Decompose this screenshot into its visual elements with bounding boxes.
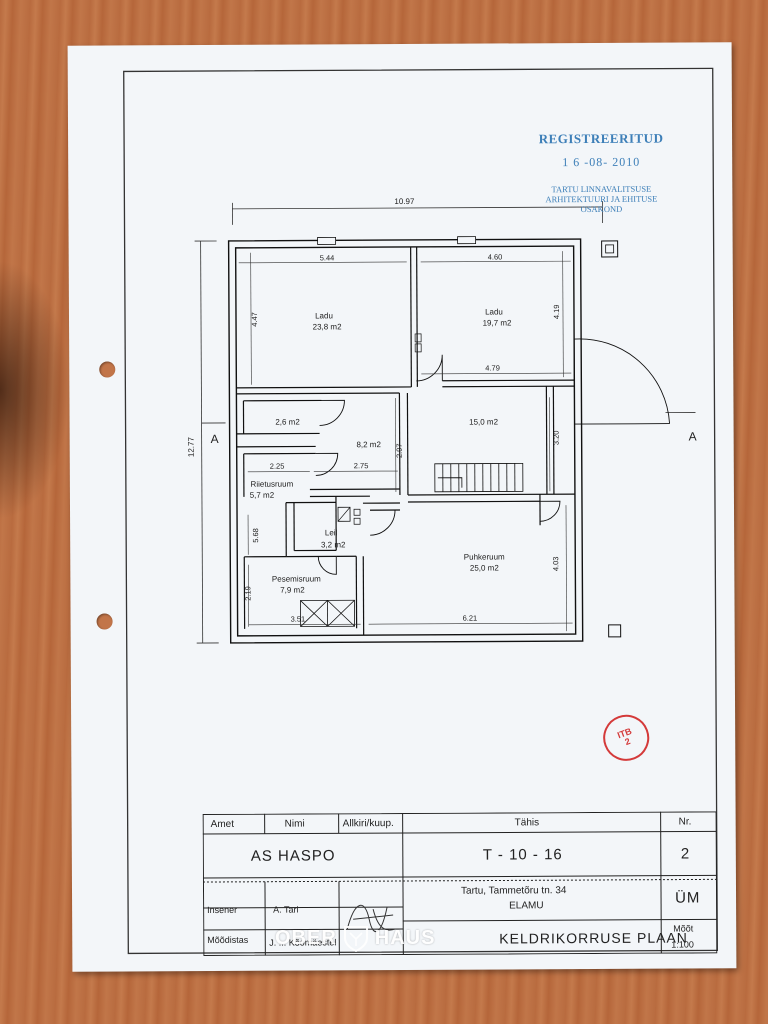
header-tahis: Tähis [514, 817, 540, 829]
section-mark-left: A [211, 432, 219, 446]
dim-403: 4.03 [551, 557, 560, 572]
dim-479: 4.79 [485, 363, 500, 372]
company-name: AS HASPO [250, 847, 336, 865]
room-pesemisruum-name: Pesemisruum [272, 574, 321, 583]
address: Tartu, Tammetõru tn. 34 [460, 885, 567, 897]
room-riietusruum-name: Riietusruum [251, 480, 294, 489]
room-pesemisruum-area: 7,9 m2 [280, 586, 305, 595]
watermark-left: OBER [275, 926, 337, 949]
chimney-symbol [601, 240, 619, 258]
interior-walls [236, 246, 575, 636]
sheet-number: 2 [680, 845, 691, 863]
room-hall-area: 8,2 m2 [356, 440, 381, 449]
stove-symbol [337, 506, 351, 522]
moodistas-label: Mõõdistas [207, 934, 249, 946]
room-puhkeruum-area: 25,0 m2 [470, 563, 500, 572]
interior-dims: 5.44 4.60 4.47 4.19 4.79 2.97 3.20 2.25 … [243, 252, 561, 624]
vent-symbol [608, 624, 622, 638]
window-mark [457, 236, 477, 245]
header-amet: Amet [210, 818, 235, 831]
dim-total-height: 12.77 [187, 437, 196, 458]
window-mark [317, 236, 337, 245]
drawing-frame [123, 67, 718, 955]
drawing-code: T - 10 - 16 [482, 846, 563, 864]
dim-460: 4.60 [488, 252, 503, 261]
room-ladu-1-name: Ladu [315, 311, 333, 320]
watermark-right: HAUS [374, 926, 436, 949]
dim-297: 2.97 [395, 443, 404, 458]
table-shadow [0, 260, 70, 520]
ober-haus-watermark: OBER HAUS [275, 924, 435, 952]
insener-name: A. Tari [273, 904, 299, 915]
title-block-grid [202, 811, 718, 957]
dim-225: 2.25 [270, 462, 285, 471]
dim-320: 3.20 [552, 431, 561, 446]
dim-621: 6.21 [463, 614, 478, 623]
title-block: Amet Nimi Allkiri/kuup. Tähis Nr. AS HAS… [202, 811, 718, 957]
room-puhkeruum-name: Puhkeruum [464, 552, 505, 561]
dim-419: 4.19 [552, 305, 561, 320]
floor-plan: 10.97 12.77 A A [123, 67, 718, 955]
stamp-date: 1 6 -08- 2010 [562, 154, 641, 170]
header-nimi: Nimi [284, 818, 305, 830]
header-nr: Nr. [678, 816, 692, 828]
room-ladu-2-name: Ladu [485, 307, 503, 316]
sheet-title: KELDRIKORRUSE PLAAN [499, 929, 688, 947]
dim-351: 3.51 [291, 615, 306, 624]
signature [346, 904, 396, 933]
dim-544: 5.44 [320, 253, 335, 262]
room-labels: Ladu 23,8 m2 Ladu 19,7 m2 2,6 m2 8,2 m2 … [250, 307, 513, 595]
registered-stamp: REGISTREERITUD 1 6 -08- 2010 TARTU LINNA… [516, 131, 686, 215]
interior-dim-lines [238, 251, 573, 632]
room-riietusruum-area: 5,7 m2 [250, 491, 275, 500]
dim-line-left [200, 241, 204, 644]
dim-568: 5.68 [251, 528, 260, 543]
room-ladu-2-area: 19,7 m2 [483, 318, 513, 327]
moot-label: Mõõt [673, 923, 694, 934]
um-label: ÜM [675, 889, 701, 907]
shield-icon [343, 926, 368, 952]
insener-label: Insener [207, 904, 238, 916]
dim-275: 2.75 [354, 461, 369, 470]
dim-447: 4.47 [250, 312, 259, 327]
dim-line-top [232, 206, 603, 210]
room-leil-area: 3,2 m2 [321, 540, 346, 549]
room-small-area: 2,6 m2 [275, 418, 300, 427]
building-type: ELAMU [509, 900, 544, 912]
dim-total-width: 10.97 [394, 197, 415, 206]
dim-219: 2.19 [243, 586, 252, 601]
drawing-sheet: 10.97 12.77 A A [67, 42, 737, 972]
stamp-title: REGISTREERITUD [538, 130, 664, 147]
door-swings [315, 338, 671, 575]
room-ladu-1-area: 23,8 m2 [313, 322, 343, 331]
header-allkiri: Allkiri/kuup. [342, 818, 394, 830]
room-15-area: 15,0 m2 [469, 417, 499, 426]
stamp-line-3: OSAKOND [580, 203, 623, 215]
scale-value: 1:100 [671, 939, 694, 950]
sauna-bench [300, 599, 356, 627]
room-leil-name: Leil [325, 528, 338, 537]
staircase [434, 462, 524, 493]
section-mark-right: A [689, 429, 697, 443]
outer-walls [227, 238, 584, 644]
